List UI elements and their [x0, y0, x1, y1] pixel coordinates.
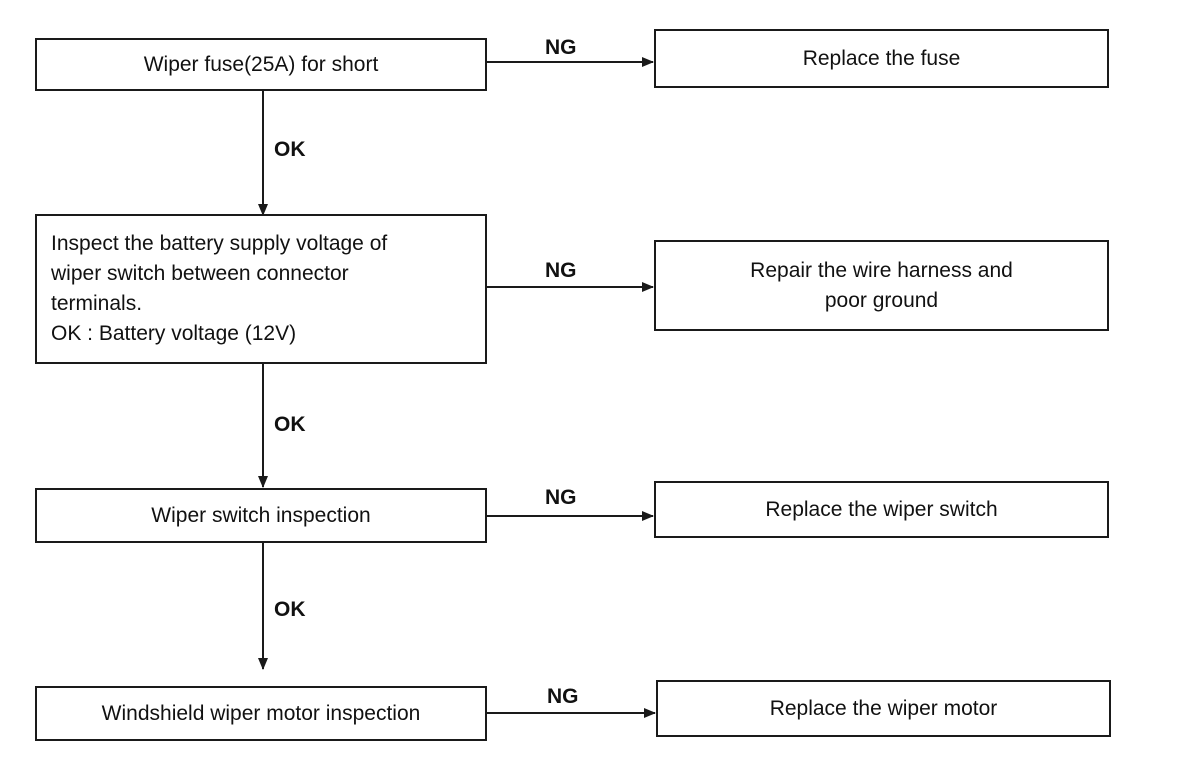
check-line-1: Inspect the battery supply voltage of [51, 232, 388, 256]
ok-label-1: OK [274, 138, 306, 161]
ng-label-3: NG [545, 486, 577, 509]
action-box-fuse: Replace the fuse [654, 29, 1109, 88]
check-line-3: terminals. [51, 292, 143, 315]
check-box-battery-voltage: Inspect the battery supply voltage of wi… [35, 214, 487, 364]
check-text-wiper-motor: Windshield wiper motor inspection [101, 701, 421, 725]
check-line-2: wiper switch between connector [51, 262, 349, 286]
action-line-2: poor ground [824, 288, 939, 312]
ng-label-2: NG [545, 259, 577, 282]
check-box-fuse: Wiper fuse(25A) for short [35, 38, 487, 91]
check-text-wiper-switch: Wiper switch inspection [151, 503, 371, 527]
check-box-wiper-switch: Wiper switch inspection [35, 488, 487, 543]
action-text-wiper-motor: Replace the wiper motor [769, 696, 998, 720]
ng-label-1: NG [545, 36, 577, 59]
action-box-wiper-switch: Replace the wiper switch [654, 481, 1109, 538]
ng-label-4: NG [547, 685, 579, 708]
ok-label-2: OK [274, 413, 306, 436]
action-box-wire-harness: Repair the wire harness and poor ground [654, 240, 1109, 331]
check-box-wiper-motor: Windshield wiper motor inspection [35, 686, 487, 741]
action-line-1: Repair the wire harness and [750, 258, 1013, 282]
action-text-fuse: Replace the fuse [802, 46, 961, 70]
check-text-fuse: Wiper fuse(25A) for short [143, 52, 379, 76]
action-text-wiper-switch: Replace the wiper switch [765, 497, 998, 521]
check-line-4: OK : Battery voltage (12V) [51, 321, 297, 345]
action-box-wiper-motor: Replace the wiper motor [656, 680, 1111, 737]
ok-label-3: OK [274, 598, 306, 621]
